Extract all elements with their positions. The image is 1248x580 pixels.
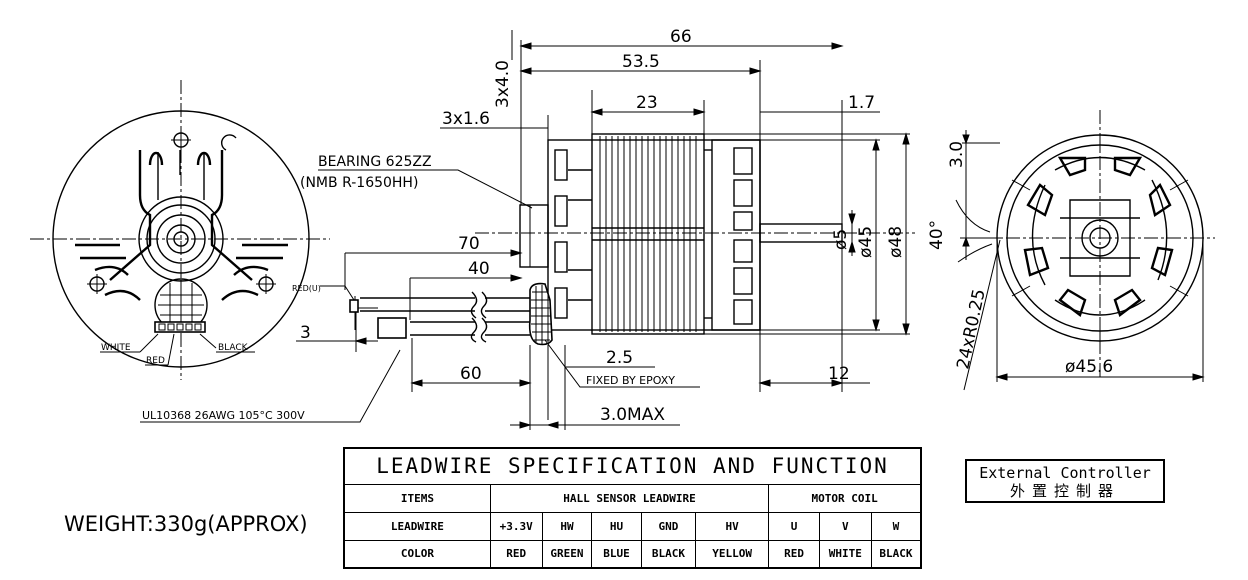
color-cell: BLACK [640,539,697,569]
color-cell: RED [489,539,543,569]
dim-phi45: ø45 [856,226,876,258]
leadwire-cell: GND [640,512,697,541]
dim-2-5: 2.5 [606,348,633,368]
leadwire-spec-table: LEADWIRE SPECIFICATION AND FUNCTION ITEM… [343,447,922,569]
label-black: BLACK [218,343,249,353]
epoxy-label: FIXED BY EPOXY [586,374,675,387]
color-cell: GREEN [541,539,593,569]
leadwire-cell: HW [541,512,593,541]
weight-label: WEIGHT:330g(APPROX) [64,512,308,536]
dim-1-7: 1.7 [848,93,875,113]
dim-12: 12 [828,364,850,384]
external-controller-label: External Controller [979,464,1151,482]
dim-70: 70 [458,234,480,254]
color-cell: YELLOW [695,539,770,569]
dim-53-5: 53.5 [622,52,660,72]
items-header: ITEMS [343,484,491,514]
dim-60: 60 [460,364,482,384]
stator-view: 3.0 40° 24xR0.25 ø45.6 [927,110,1215,391]
table-title: LEADWIRE SPECIFICATION AND FUNCTION [343,447,922,486]
external-controller-box: External Controller 外置控制器 [965,459,1165,503]
leadwire-cell: HV [695,512,770,541]
rear-view: WHITE RED BLACK [30,80,330,380]
leadwire-cell: U [768,512,820,541]
label-red-u: RED(U) [292,284,321,293]
dim-3max: 3.0MAX [600,405,665,425]
dim-24xr0-25: 24xR0.25 [953,287,989,371]
dim-23: 23 [636,93,658,113]
dim-3-0: 3.0 [947,141,967,168]
leadwire-cell: V [818,512,872,541]
bearing-label-2: (NMB R-1650HH) [300,175,418,191]
dim-3: 3 [300,323,311,343]
color-cell: WHITE [818,539,872,569]
label-white: WHITE [101,343,131,353]
dim-phi45-6: ø45.6 [1065,357,1113,377]
color-row-label: COLOR [343,539,491,569]
side-view: RED(U) [140,27,915,430]
motor-coil-header: MOTOR COIL [768,484,922,514]
leadwire-cell: W [870,512,922,541]
color-cell: BLACK [870,539,922,569]
color-cell: BLUE [591,539,642,569]
dim-40-deg: 40° [927,220,947,250]
dim-3x1-6: 3x1.6 [442,109,490,129]
color-cell: RED [768,539,820,569]
leadwire-cell: +3.3V [489,512,543,541]
leadwire-cell: HU [591,512,642,541]
dim-40: 40 [468,259,490,279]
label-red: RED [146,356,165,366]
cable-spec-label: UL10368 26AWG 105°C 300V [142,409,305,422]
bearing-label-1: BEARING 625ZZ [318,154,432,170]
dim-3x4: 3x4.0 [493,60,513,108]
external-controller-chinese: 外置控制器 [1009,482,1120,500]
hall-sensor-header: HALL SENSOR LEADWIRE [489,484,770,514]
dim-66: 66 [670,27,692,47]
leadwire-row-label: LEADWIRE [343,512,491,541]
dim-phi48: ø48 [886,226,906,258]
dim-phi5: ø5 [831,229,851,250]
